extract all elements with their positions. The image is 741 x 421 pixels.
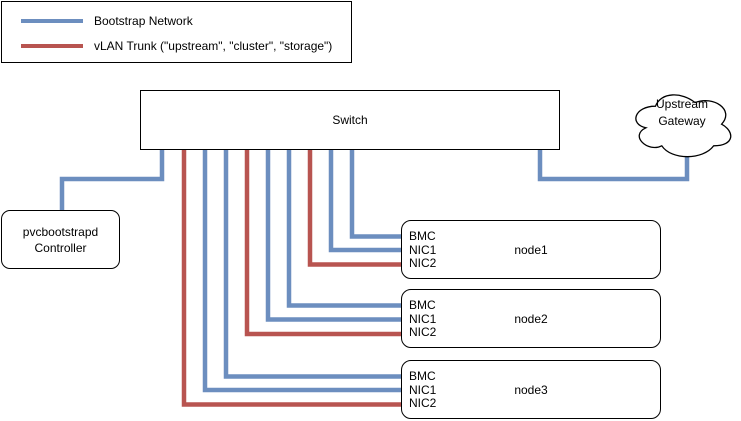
legend-label-vlan-trunk: vLAN Trunk ("upstream", "cluster", "stor…	[94, 39, 333, 53]
node1-port-nic2: NIC2	[409, 256, 437, 271]
controller-shape: pvcbootstrapd Controller	[1, 210, 120, 269]
upstream-gateway-cloud	[635, 94, 732, 158]
link-switch-node2-bmc	[286, 147, 406, 308]
link-switch-node1-nic2	[307, 147, 406, 267]
node1-port-nic1: NIC1	[409, 242, 437, 257]
link-switch-node3-bmc	[223, 147, 406, 379]
link-switch-node2-nic1	[265, 147, 406, 322]
upstream-gateway-label: Upstream Gateway	[629, 96, 735, 130]
node3-name: node3	[514, 382, 548, 397]
legend-item-bootstrap: Bootstrap Network	[21, 13, 193, 29]
node1-shape: BMC NIC1 NIC2 node1	[401, 220, 661, 279]
node3-port-nic2: NIC2	[409, 396, 437, 411]
upstream-gateway-label-line2: Gateway	[658, 114, 706, 128]
bootstrap-network-line-swatch	[21, 18, 83, 24]
node3-shape: BMC NIC1 NIC2 node3	[401, 360, 661, 419]
link-switch-node3-nic1	[202, 147, 406, 393]
link-switch-node1-bmc	[349, 147, 406, 239]
node2-port-nic1: NIC1	[409, 311, 437, 326]
link-switch-gateway	[537, 147, 690, 182]
controller-label-line1: pvcbootstrapd	[22, 224, 99, 239]
legend: Bootstrap Network vLAN Trunk ("upstream"…	[1, 1, 352, 63]
vlan-trunk-line-swatch	[21, 43, 83, 49]
node1-ports: BMC NIC1 NIC2	[409, 229, 437, 271]
switch-label: Switch	[332, 113, 368, 127]
link-switch-node2-nic2	[244, 147, 406, 337]
node3-port-nic1: NIC1	[409, 382, 437, 397]
node3-ports: BMC NIC1 NIC2	[409, 369, 437, 411]
link-switch-node3-nic2	[181, 147, 406, 407]
upstream-gateway-label-line1: Upstream	[655, 97, 708, 111]
legend-label-bootstrap: Bootstrap Network	[94, 14, 193, 28]
node2-ports: BMC NIC1 NIC2	[409, 298, 437, 340]
node2-name: node2	[514, 311, 548, 326]
link-switch-node1-nic1	[328, 147, 406, 253]
node1-name: node1	[514, 242, 548, 257]
node2-shape: BMC NIC1 NIC2 node2	[401, 289, 661, 348]
legend-item-vlan-trunk: vLAN Trunk ("upstream", "cluster", "stor…	[21, 38, 332, 54]
switch-shape: Switch	[140, 90, 560, 150]
node2-port-bmc: BMC	[409, 298, 436, 312]
controller-label-line2: Controller	[34, 240, 87, 255]
node2-port-nic2: NIC2	[409, 325, 437, 340]
node3-port-bmc: BMC	[409, 369, 436, 383]
node1-port-bmc: BMC	[409, 229, 436, 243]
link-switch-controller	[59, 147, 165, 212]
